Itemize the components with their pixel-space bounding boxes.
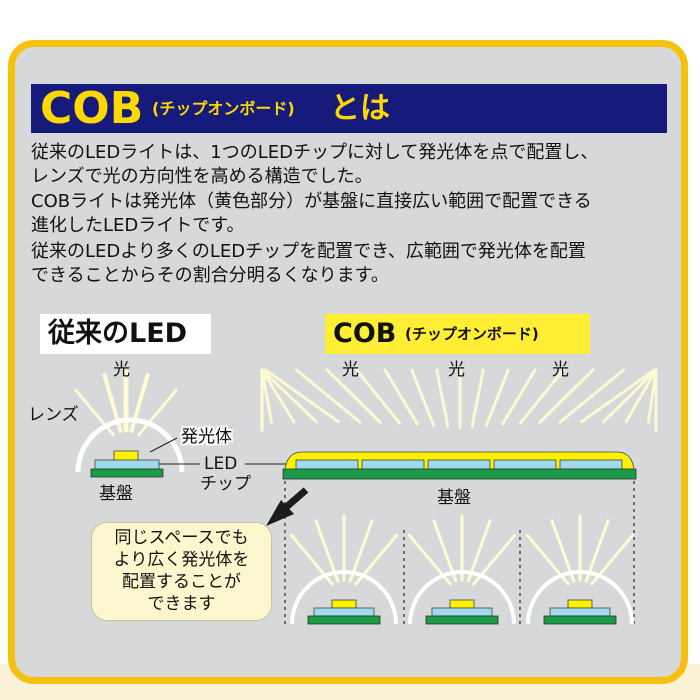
cob-light-ray (260, 368, 274, 424)
led-emitter (113, 450, 139, 462)
cob-board (282, 468, 637, 480)
cob-board-label: 基盤 (437, 488, 471, 508)
mini-board (307, 615, 381, 625)
mini-emitter (449, 599, 475, 609)
note-line-2: より広く発光体を (113, 550, 250, 570)
paragraph-line-2: レンズで光の方向性を高める構造でした。 (31, 166, 373, 187)
emitter-label: 発光体 (181, 427, 232, 447)
paragraph-line-6: できることからその割合分明るくなります。 (31, 265, 389, 286)
note-line-1: 同じスペースでも (114, 528, 249, 548)
cob-light-label-3: 光 (552, 360, 569, 380)
cob-light-ray (325, 368, 382, 424)
paragraph-line-3: COBライトは発光体（黄色部分）が基盤に直接広い範囲で配置できる (31, 191, 592, 212)
title-subtitle: (チップオンボード) (152, 99, 295, 118)
cob-chip (493, 459, 557, 470)
cob-light-ray (295, 368, 362, 424)
mini-lens-dome (526, 570, 634, 625)
title-cob: COB (40, 83, 144, 134)
mini-board (543, 615, 617, 625)
cob-light-ray (355, 368, 402, 425)
cob-chip (361, 459, 425, 470)
title-towa: とは (330, 91, 390, 126)
led-light-ray (74, 388, 115, 437)
mini-chip (549, 607, 611, 617)
lens-label: レンズ (28, 405, 79, 425)
note-line-3: 配置することが (122, 572, 241, 592)
led-header-box (40, 314, 211, 354)
cob-light-ray (624, 368, 658, 424)
cob-chip (427, 459, 491, 470)
arrow-head (266, 500, 294, 526)
lens-dome (75, 417, 185, 473)
cob-light-ray (263, 368, 340, 424)
paragraph-line-1: 従来のLEDライトは、1つのLEDチップに対して発光体を点で配置し、 (31, 142, 599, 163)
led-light-ray (137, 388, 178, 437)
mini-led-row (290, 570, 634, 625)
cob-chip (559, 459, 623, 470)
led-light-label: 光 (113, 360, 130, 380)
emitter-leader-line (149, 437, 178, 453)
mini-lens-dome (290, 570, 398, 625)
mini-lens-dome (408, 570, 516, 625)
led-board (90, 468, 164, 478)
cob-chip (295, 459, 359, 470)
mini-board (425, 615, 499, 625)
led-chip (94, 459, 160, 470)
cob-light-label-1: 光 (342, 360, 359, 380)
led-header: 従来のLED (48, 318, 188, 349)
cob-light-ray (518, 368, 565, 425)
cob-light-ray (580, 368, 657, 424)
cob-light-ray (470, 368, 485, 428)
paragraph-line-4: 進化したLEDライトです。 (31, 215, 245, 236)
cob-light-ray (501, 368, 537, 426)
cob-header: COB (333, 318, 397, 349)
cob-light-ray (435, 368, 450, 428)
chip-label-led: LED (204, 454, 238, 474)
mini-chip (431, 607, 493, 617)
cob-light-ray (558, 368, 625, 424)
cob-header-subtitle: (チップオンボード) (405, 325, 539, 343)
cob-light-ray (260, 368, 318, 424)
led-board-label: 基盤 (99, 484, 133, 504)
note-line-4: できます (147, 594, 216, 614)
cob-light-ray (410, 368, 436, 427)
cob-header-box (325, 314, 590, 354)
note-bubble (91, 522, 272, 621)
mini-emitter (331, 599, 357, 609)
mini-emitter (567, 599, 593, 609)
chip-label-chip: チップ (200, 474, 251, 494)
cob-light-ray (538, 368, 595, 424)
cob-light-ray (602, 368, 658, 424)
title-bar (31, 84, 667, 133)
cob-light-ray (484, 368, 510, 427)
mini-chip (313, 607, 375, 617)
paragraph-line-5: 従来のLEDより多くのLEDチップを配置でき、広範囲で発光体を配置 (31, 241, 586, 262)
cob-light-ray (260, 368, 296, 424)
cob-chip-row (295, 459, 623, 470)
cob-light-ray (383, 368, 419, 426)
cob-light-label-2: 光 (448, 360, 465, 380)
